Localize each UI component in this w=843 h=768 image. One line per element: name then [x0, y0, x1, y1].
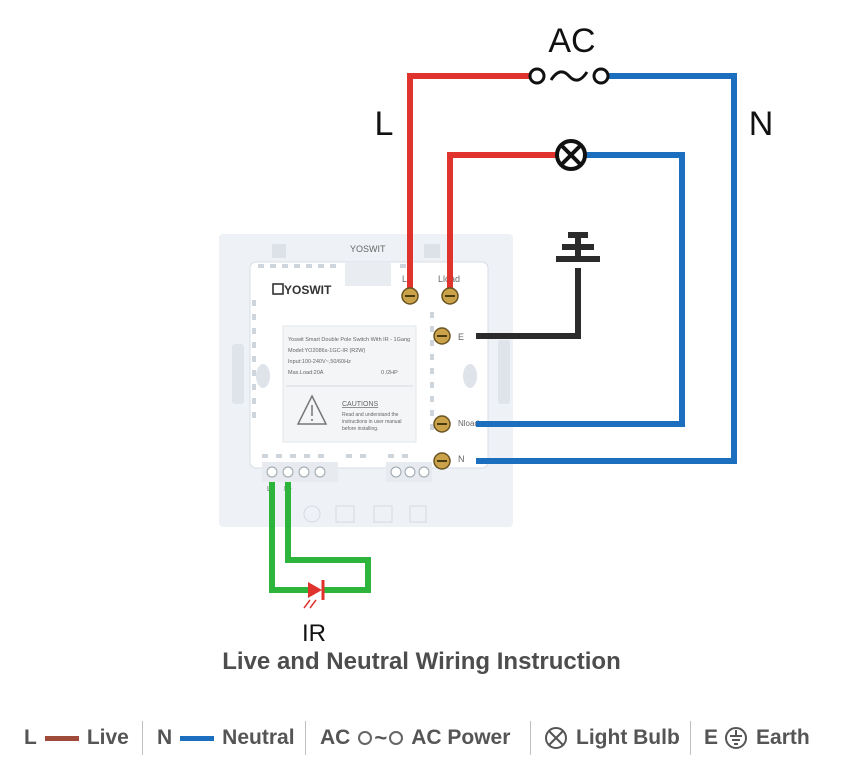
ir-wire-plus	[285, 482, 371, 593]
legend-divider	[142, 721, 143, 755]
legend-neutral-letter: N	[157, 726, 173, 749]
ir-label: IR	[302, 620, 326, 645]
terminal-screws	[401, 287, 459, 470]
earth-wire	[476, 268, 581, 339]
legend-bulb: Light Bulb	[544, 713, 680, 763]
legend-ac-text: AC Power	[411, 726, 511, 749]
caution-icon	[296, 394, 328, 425]
brand-logo: YOSWIT	[272, 283, 332, 297]
spec-line1: Yoswit Smart Double Pole Switch With IR …	[288, 337, 410, 343]
live-swatch	[44, 735, 79, 741]
vent-holes-left	[252, 300, 256, 418]
neutral-wire-load	[476, 152, 685, 427]
plate-brand-text: YOSWIT	[350, 244, 386, 254]
vent-holes-bottom	[262, 454, 408, 458]
diagram-title: Live and Neutral Wiring Instruction	[222, 648, 621, 675]
aux-connector-holes	[390, 466, 430, 478]
terminal-l-label: L	[402, 274, 407, 284]
live-wire-main	[407, 73, 531, 296]
neutral-wire-main	[476, 73, 737, 464]
ac-power-icon: ~	[358, 727, 404, 749]
earth-ground-icon	[556, 232, 600, 262]
legend-live-letter: L	[24, 726, 37, 749]
mount-hole-left	[256, 364, 270, 388]
earth-icon	[725, 727, 748, 749]
legend-neutral-text: Neutral	[222, 726, 295, 749]
plate-tab-left	[232, 344, 244, 404]
legend-earth: E Earth	[704, 713, 810, 763]
spec-line2: Model:YO2086s-1GC-IR (R2W)	[288, 348, 365, 354]
legend-ac: AC ~ AC Power	[320, 713, 510, 763]
mount-hole-right	[463, 364, 477, 388]
spec-label	[282, 325, 417, 443]
terminal-n-label: N	[458, 454, 465, 464]
legend-divider	[530, 721, 531, 755]
wiring-diagram: YOSWIT YOSWIT Yoswit Smart Double Pole S…	[219, 22, 774, 645]
plate-tab-right	[498, 340, 510, 404]
spec-line4b: 0 /2HP	[381, 370, 398, 376]
legend: L Live N Neutral AC ~ AC Power Light Bul…	[0, 713, 843, 763]
cert-marks	[303, 505, 427, 523]
ir-connector-holes	[266, 466, 326, 478]
legend-ac-letter: AC	[320, 726, 351, 749]
ac-source-icon	[528, 67, 610, 85]
caution-title: CAUTIONS	[342, 401, 379, 408]
legend-divider	[305, 721, 306, 755]
caution-line2: instructions in user manual	[342, 419, 401, 425]
legend-earth-text: Earth	[756, 726, 810, 749]
legend-earth-letter: E	[704, 726, 719, 749]
neutral-label: N	[749, 105, 774, 143]
neutral-swatch	[180, 735, 215, 741]
live-label: L	[375, 105, 394, 143]
legend-bulb-text: Light Bulb	[576, 726, 680, 749]
spec-line4: Max.Load:20A	[288, 370, 324, 376]
terminal-e-label: E	[458, 332, 464, 342]
legend-live-text: Live	[86, 726, 129, 749]
plate-notch	[272, 244, 286, 258]
live-wire-load	[447, 152, 558, 296]
light-bulb-icon	[555, 139, 587, 171]
plate-notch	[424, 244, 440, 258]
legend-live: L Live	[24, 713, 129, 763]
module-recess	[345, 262, 391, 286]
caution-line1: Read and understand the	[342, 412, 399, 418]
spec-line3: Input:100-240V~,50/60Hz	[288, 359, 351, 365]
ir-wire-minus	[269, 482, 308, 593]
legend-divider	[690, 721, 691, 755]
ac-label: AC	[548, 22, 595, 60]
light-bulb-icon	[545, 727, 567, 749]
legend-neutral: N Neutral	[157, 713, 295, 763]
terminal-nload-label: Nload	[458, 419, 479, 428]
vent-holes-top	[258, 264, 406, 268]
caution-line3: before installing.	[342, 426, 378, 432]
brand-text: YOSWIT	[284, 283, 332, 297]
vent-holes-right	[430, 312, 434, 430]
ir-led-icon	[303, 580, 325, 609]
